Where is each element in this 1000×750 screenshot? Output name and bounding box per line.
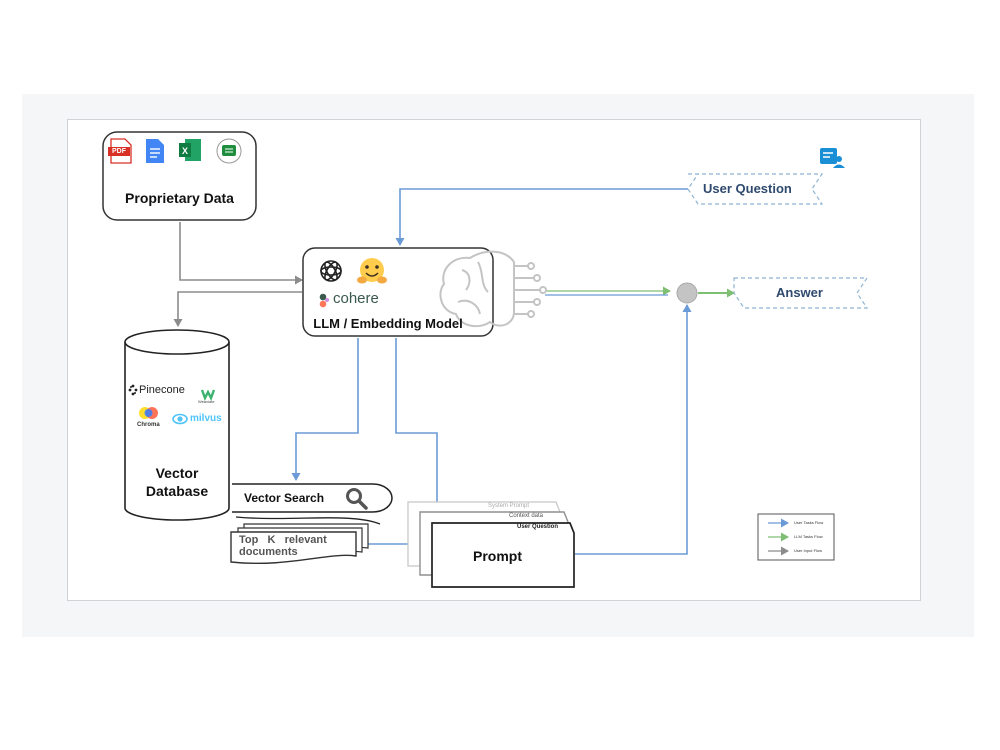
pdf-file-icon — [108, 138, 132, 164]
user-question-icon — [820, 148, 845, 168]
context-data-label: Context data — [509, 513, 544, 519]
svg-text:X: X — [182, 146, 188, 156]
edge-question-to-llm — [395, 188, 688, 246]
ai-brain-icon — [439, 250, 547, 328]
milvus-label: milvus — [190, 413, 222, 424]
proprietary-data-label: Proprietary Data — [125, 190, 234, 206]
pinecone-label: Pinecone — [139, 384, 185, 396]
openai-logo-icon — [320, 260, 342, 282]
answer-tag — [733, 277, 869, 309]
top-k-documents-label-2: documents — [239, 546, 298, 558]
vector-search-label: Vector Search — [244, 491, 325, 505]
cohere-logo-text: cohere — [333, 290, 379, 307]
legend-label-llm-flow: LLM Tasks Flow — [794, 534, 823, 539]
system-prompt-label: System Prompt — [488, 503, 530, 509]
prompt-label: Prompt — [473, 548, 522, 564]
top-k-documents-label: Top K relevant — [239, 534, 327, 546]
chroma-label: Chroma — [137, 422, 160, 428]
excel-file-icon: X — [179, 139, 201, 161]
milvus-logo-icon — [172, 413, 188, 425]
prompt-stack — [407, 501, 575, 588]
llm-model-label: LLM / Embedding Model — [313, 316, 463, 331]
vector-db-label-line2: Database — [145, 483, 209, 499]
chroma-logo-icon — [139, 407, 158, 419]
answer-label: Answer — [776, 285, 823, 300]
legend-label-input-flow: User Input Flow — [794, 548, 823, 553]
weaviate-label: Weaviate — [198, 399, 215, 404]
vector-db-top — [124, 329, 230, 355]
weaviate-logo-icon — [200, 389, 216, 401]
pinecone-logo-icon — [128, 384, 138, 396]
user-question-tag — [687, 173, 824, 205]
merge-node — [676, 282, 698, 304]
vector-db-cylinder — [124, 342, 230, 521]
docs-file-icon — [146, 139, 164, 163]
search-icon — [346, 488, 368, 510]
edge-llm-to-db — [173, 291, 302, 327]
user-question-label: User Question — [703, 181, 792, 196]
vector-db-label-line1: Vector — [155, 465, 199, 481]
chat-file-icon — [216, 138, 242, 164]
scroll-curl-line — [235, 516, 381, 525]
edge-data-to-llm — [179, 222, 303, 285]
legend-label-user-flow: User Tasks Flow — [794, 520, 824, 525]
user-question-card-label: User Question — [517, 524, 559, 530]
edge-prompt-to-merge — [575, 304, 692, 555]
cohere-logo-icon — [319, 293, 329, 308]
edge-llm-to-search — [291, 338, 359, 481]
top-k-documents-stack — [230, 523, 369, 565]
edge-llm-to-prompt — [395, 338, 442, 525]
hugging-face-logo-icon — [357, 258, 387, 284]
pdf-icon-label: PDF — [112, 148, 126, 155]
